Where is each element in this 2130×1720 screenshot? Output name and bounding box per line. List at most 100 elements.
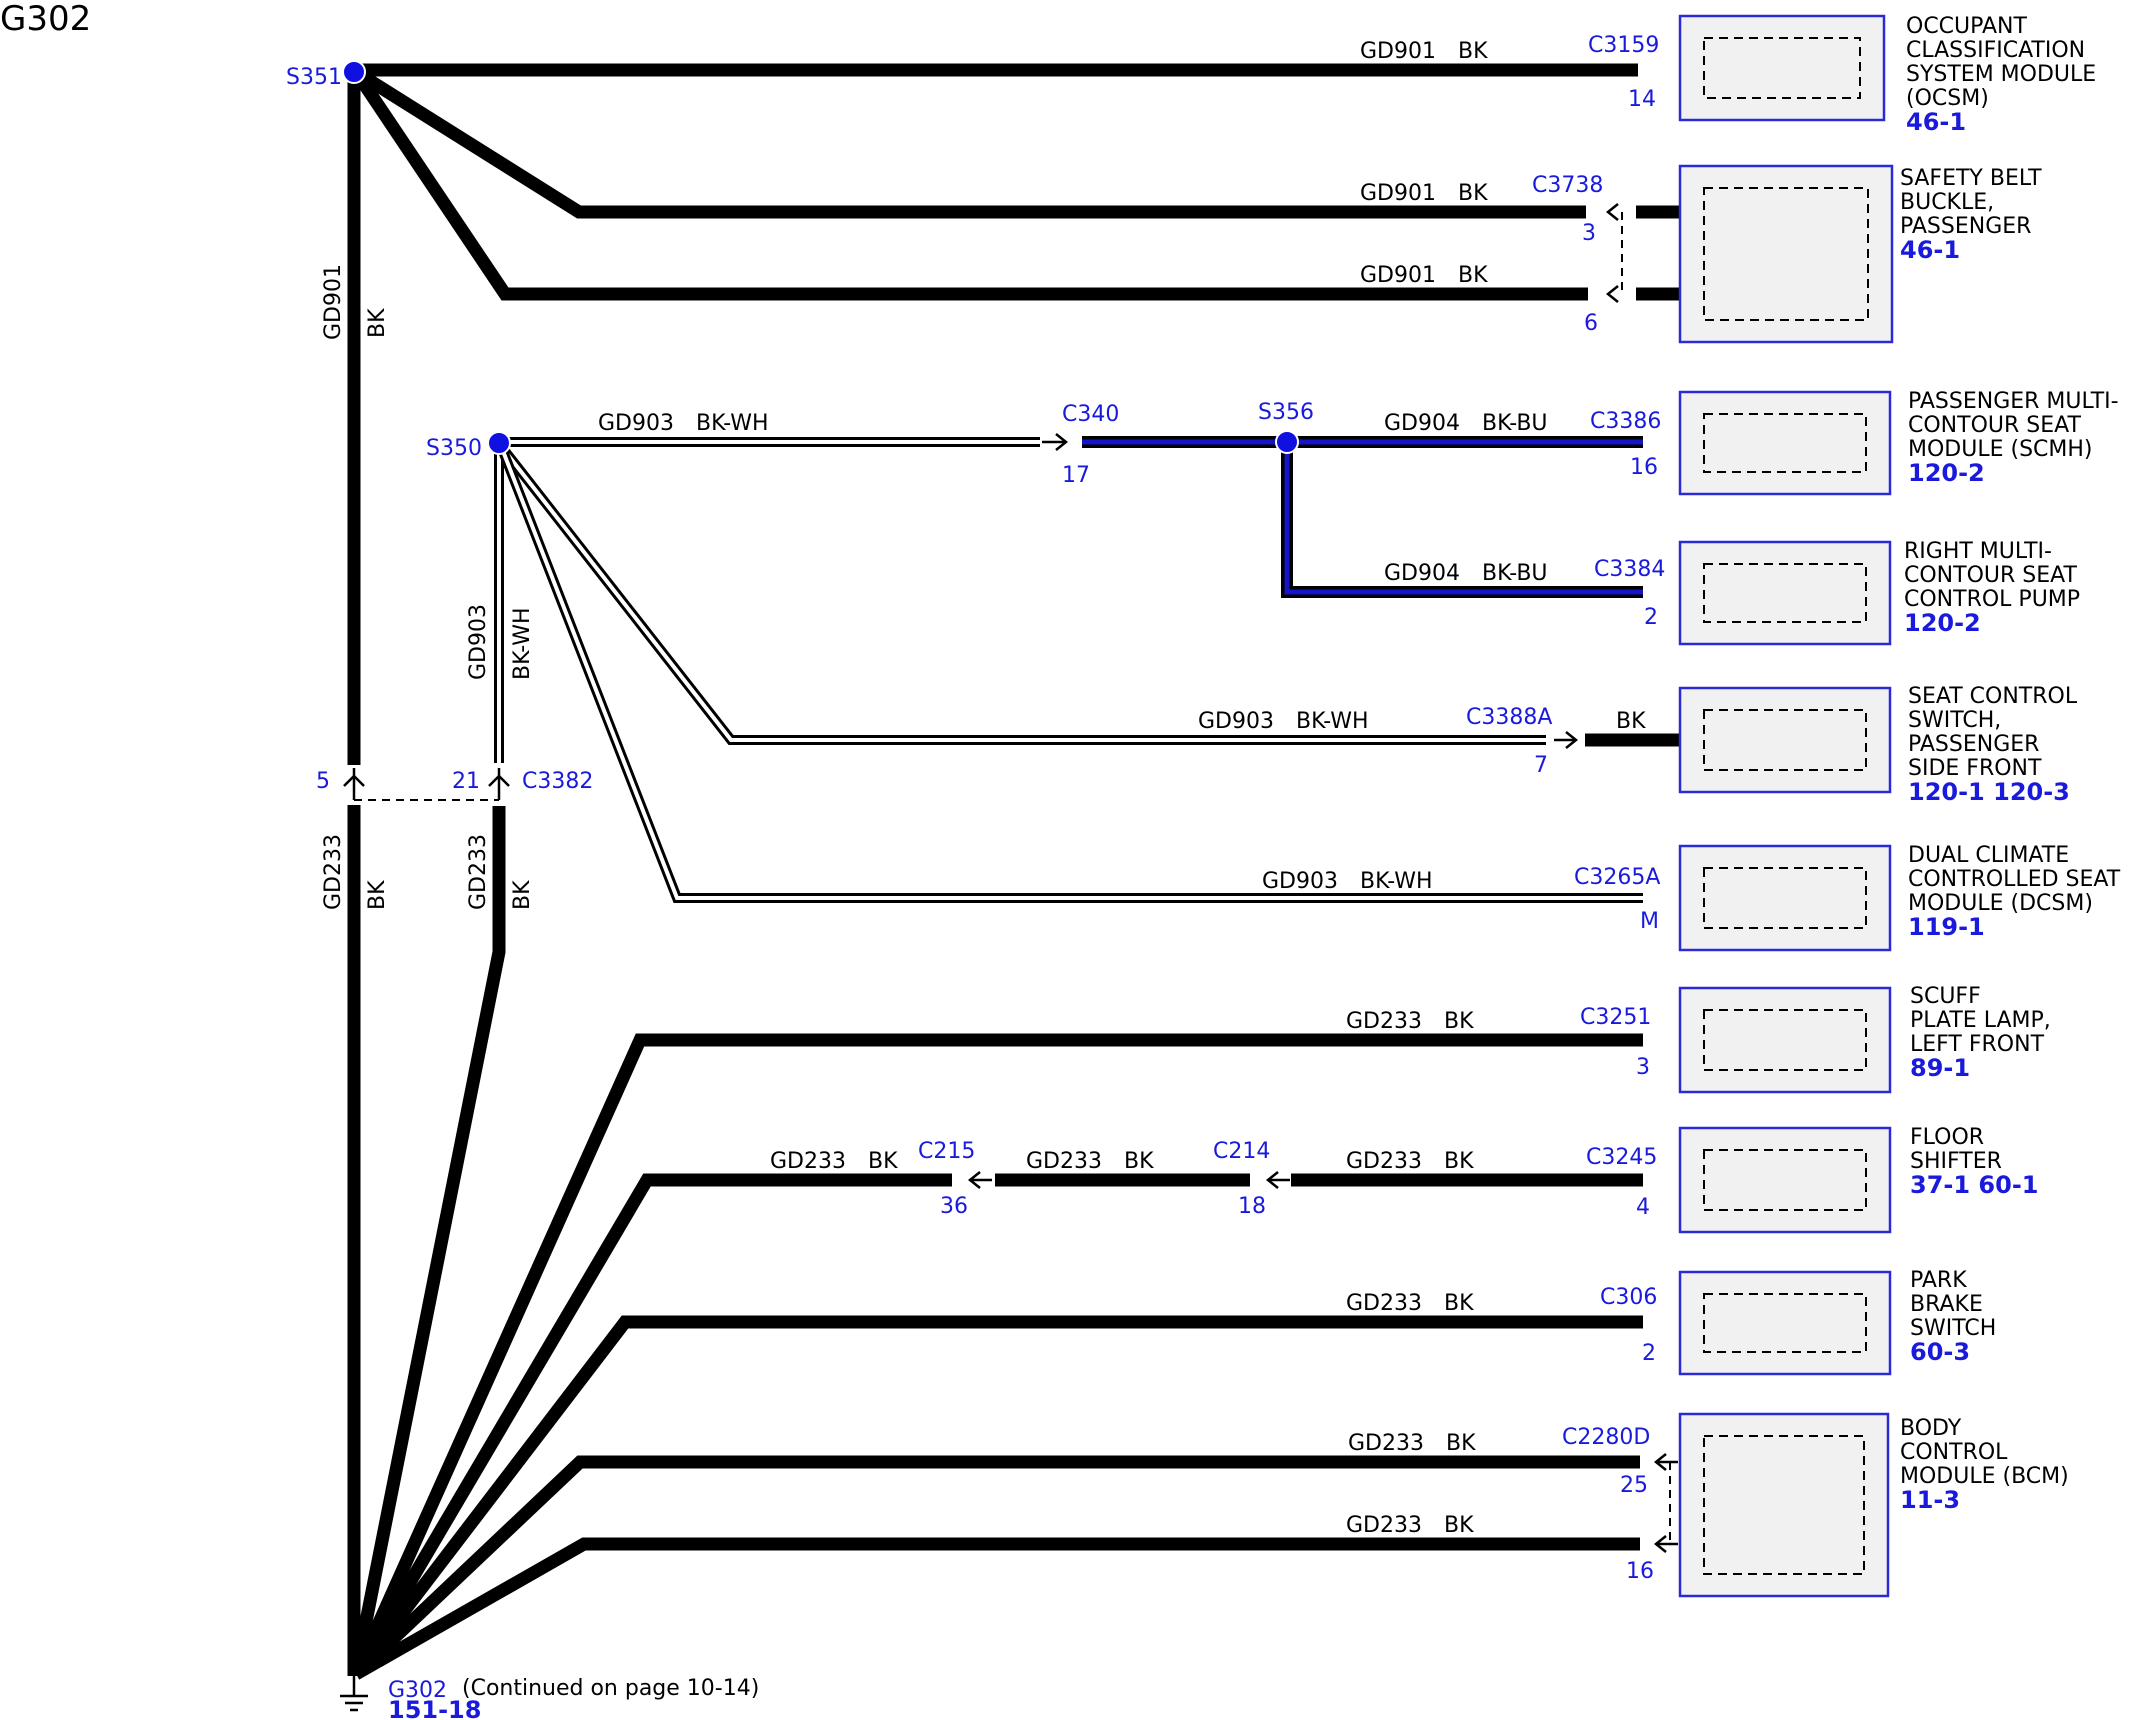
component-name-line: SYSTEM MODULE bbox=[1906, 62, 2096, 87]
component-name-line: CONTROL PUMP bbox=[1904, 587, 2080, 612]
wire-circuit-label: GD903 BK-WH bbox=[1198, 709, 1369, 734]
component-name-line: DUAL CLIMATE bbox=[1908, 843, 2069, 868]
gd904-wires bbox=[1082, 436, 1643, 598]
component-name-line: PLATE LAMP, bbox=[1910, 1008, 2051, 1033]
wire-label-4: GD903 BK-WH bbox=[598, 411, 769, 436]
connector-c340-label: C340 bbox=[1062, 402, 1119, 427]
connector-c3382-label: C3382 bbox=[522, 769, 593, 794]
wire-connector-label: C3265A bbox=[1574, 865, 1660, 890]
component-name-line: BODY bbox=[1900, 1416, 1962, 1441]
component-ref: 46-1 bbox=[1906, 108, 1966, 136]
component-inner-box bbox=[1703, 709, 1867, 771]
component-ref: 46-1 bbox=[1900, 236, 1960, 264]
splice-s351-label: S351 bbox=[286, 65, 342, 90]
component-name-line: PARK bbox=[1910, 1268, 1967, 1293]
component-ref: 89-1 bbox=[1910, 1054, 1970, 1082]
component-ref: 60-3 bbox=[1910, 1338, 1970, 1366]
component-name-line: SIDE FRONT bbox=[1908, 756, 2042, 781]
component-ref: 119-1 bbox=[1908, 913, 1985, 941]
connector-c215-label: C215 bbox=[918, 1139, 975, 1164]
component-box bbox=[1678, 844, 1892, 952]
ground-g302-ref: 151-18 bbox=[388, 1696, 481, 1720]
component-inner-box bbox=[1703, 37, 1861, 99]
dashed-links bbox=[354, 212, 1671, 1544]
wire-circuit-label: GD233 BK bbox=[1026, 1149, 1154, 1174]
component-inner-box bbox=[1703, 1149, 1867, 1211]
trunk-label-gd903-color: BK-WH bbox=[510, 607, 535, 680]
wire-circuit-label: GD233 BK bbox=[1348, 1431, 1476, 1456]
trunk-label-gd233-left: GD233 bbox=[321, 834, 346, 910]
component-inner-box bbox=[1703, 1435, 1865, 1575]
wire-pin-label: 16 bbox=[1626, 1559, 1654, 1584]
wire-label-13: GD233 BK 16 bbox=[1346, 1513, 1654, 1584]
component-inner-box bbox=[1703, 1009, 1867, 1071]
connector-c214-label: C214 bbox=[1213, 1139, 1270, 1164]
component-box bbox=[1678, 540, 1892, 646]
component-name-line: PASSENGER MULTI- bbox=[1908, 389, 2119, 414]
wire-label-6: GD904 BK-BU C3384 2 bbox=[1384, 557, 1665, 630]
wire-label-14: GD233 BK bbox=[770, 1149, 898, 1174]
component-box bbox=[1678, 390, 1892, 496]
ground-symbol bbox=[340, 1676, 368, 1712]
component-box bbox=[1678, 1126, 1892, 1234]
component-box bbox=[1678, 686, 1892, 794]
wire-pin-label: 14 bbox=[1628, 87, 1656, 112]
wire-connector-label: C3245 bbox=[1586, 1145, 1657, 1170]
trunk-label-gd903: GD903 bbox=[466, 604, 491, 680]
wire-circuit-label: GD901 BK bbox=[1360, 263, 1488, 288]
connector-c214-pin: 18 bbox=[1238, 1194, 1266, 1219]
component-name-line: SWITCH bbox=[1910, 1316, 1996, 1341]
wire-connector-label: C3251 bbox=[1580, 1005, 1651, 1030]
component-ref: 37-1 60-1 bbox=[1910, 1171, 2038, 1199]
wire-connector-label: C3384 bbox=[1594, 557, 1665, 582]
wire-connector-label: C2280D bbox=[1562, 1425, 1650, 1450]
wire-pin-label: 6 bbox=[1584, 311, 1598, 336]
wire-circuit-label: GD901 BK bbox=[1360, 39, 1488, 64]
component-name-line: PASSENGER bbox=[1900, 214, 2031, 239]
component-ref: 11-3 bbox=[1900, 1486, 1960, 1514]
component-name-line: MODULE (SCMH) bbox=[1908, 437, 2093, 462]
wire-pin-label: 3 bbox=[1582, 221, 1596, 246]
connector-c3382-pin-b: 21 bbox=[452, 769, 480, 794]
ground-continued-note: (Continued on page 10-14) bbox=[462, 1676, 759, 1701]
wire-label-12: GD233 BK C2280D 25 bbox=[1348, 1425, 1650, 1498]
wire-circuit-label: GD233 BK bbox=[1346, 1009, 1474, 1034]
component-name-line: PASSENGER bbox=[1908, 732, 2039, 757]
component-name-line: BRAKE bbox=[1910, 1292, 1983, 1317]
wire-connector-label: C306 bbox=[1600, 1285, 1657, 1310]
component-name-line: SEAT CONTROL bbox=[1908, 684, 2078, 709]
component-name-line: LEFT FRONT bbox=[1910, 1032, 2045, 1057]
wire-circuit-label: GD904 BK-BU bbox=[1384, 561, 1548, 586]
splice-s350-label: S350 bbox=[426, 436, 482, 461]
wire-pin-label: 25 bbox=[1620, 1473, 1648, 1498]
wire-circuit-label: GD233 BK bbox=[1346, 1513, 1474, 1538]
splice-s356-label: S356 bbox=[1258, 400, 1314, 425]
component-inner-box bbox=[1703, 413, 1867, 473]
wire-pin-label: 2 bbox=[1644, 605, 1658, 630]
wire-connector-label: C3388A bbox=[1466, 705, 1552, 730]
wire-label-3: GD901 BK 6 bbox=[1360, 263, 1598, 336]
component-name-line: MODULE (BCM) bbox=[1900, 1464, 2069, 1489]
connector-c215-pin: 36 bbox=[940, 1194, 968, 1219]
component-box bbox=[1678, 14, 1886, 122]
page-title: G302 bbox=[0, 0, 91, 39]
connector-c340-pin: 17 bbox=[1062, 463, 1090, 488]
component-inner-box bbox=[1703, 1293, 1867, 1353]
component-box bbox=[1678, 1412, 1890, 1598]
component-name-line: SHIFTER bbox=[1910, 1149, 2002, 1174]
wire-pin-label: 2 bbox=[1642, 1341, 1656, 1366]
component-name-line: BUCKLE, bbox=[1900, 190, 1994, 215]
component-name-line: SWITCH, bbox=[1908, 708, 2001, 733]
